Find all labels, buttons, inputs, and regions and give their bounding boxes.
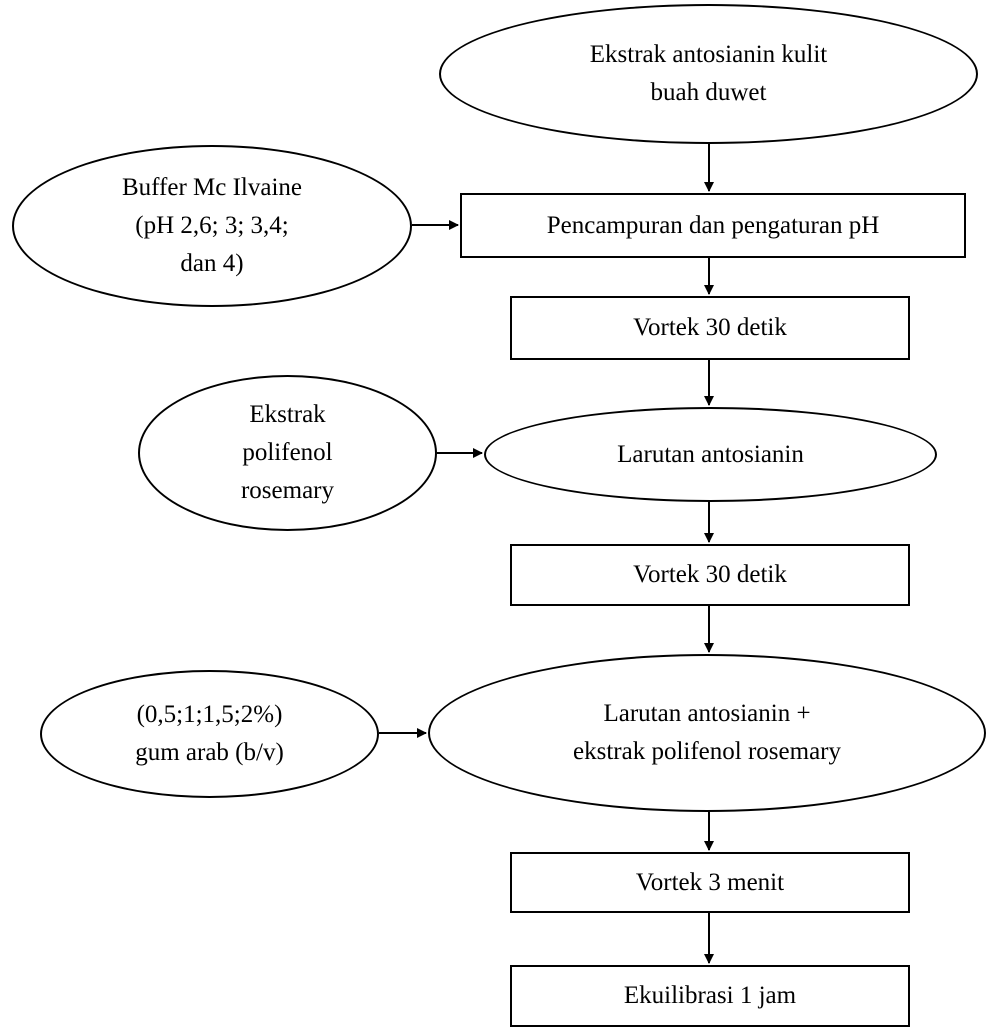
ekuilibrasi-node: Ekuilibrasi 1 jam <box>510 965 910 1027</box>
ekstrak-antosianin-node: Ekstrak antosianin kulit buah duwet <box>439 4 978 144</box>
node-line: Buffer Mc Ilvaine <box>121 174 303 201</box>
vortek-30-detik-node-1: Vortek 30 detik <box>510 296 910 360</box>
node-line: Larutan antosianin + <box>603 700 811 727</box>
buffer-node: Buffer Mc Ilvaine (pH 2,6; 3; 3,4; dan 4… <box>12 145 412 307</box>
node-line: Ekstrak antosianin kulit <box>589 41 828 68</box>
node-line: polifenol <box>242 439 333 466</box>
node-line: Vortek 30 detik <box>633 314 787 341</box>
node-line: Larutan antosianin <box>617 440 804 468</box>
node-line: (pH 2,6; 3; 3,4; <box>135 212 289 239</box>
vortek-3-menit-node: Vortek 3 menit <box>510 852 910 913</box>
gum-arab-node: (0,5;1;1,5;2%) gum arab (b/v) <box>40 670 379 798</box>
vortek-30-detik-node-2: Vortek 30 detik <box>510 544 910 606</box>
node-line: Ekstrak <box>249 401 326 428</box>
larutan-plus-node: Larutan antosianin + ekstrak polifenol r… <box>428 654 986 812</box>
node-line: dan 4) <box>180 250 244 277</box>
node-line: (0,5;1;1,5;2%) <box>136 701 283 728</box>
node-line: Vortek 3 menit <box>635 868 785 896</box>
node-line: gum arab (b/v) <box>135 739 284 766</box>
node-line: rosemary <box>240 477 335 504</box>
node-line: buah duwet <box>650 79 767 106</box>
node-line: Pencampuran dan pengaturan pH <box>546 211 880 239</box>
node-line: Vortek 30 detik <box>633 561 787 588</box>
node-line: Ekuilibrasi 1 jam <box>623 982 797 1009</box>
larutan-antosianin-node: Larutan antosianin <box>484 407 937 502</box>
node-line: ekstrak polifenol rosemary <box>573 738 841 765</box>
pencampuran-node: Pencampuran dan pengaturan pH <box>460 193 966 258</box>
polifenol-node: Ekstrak polifenol rosemary <box>138 375 437 531</box>
